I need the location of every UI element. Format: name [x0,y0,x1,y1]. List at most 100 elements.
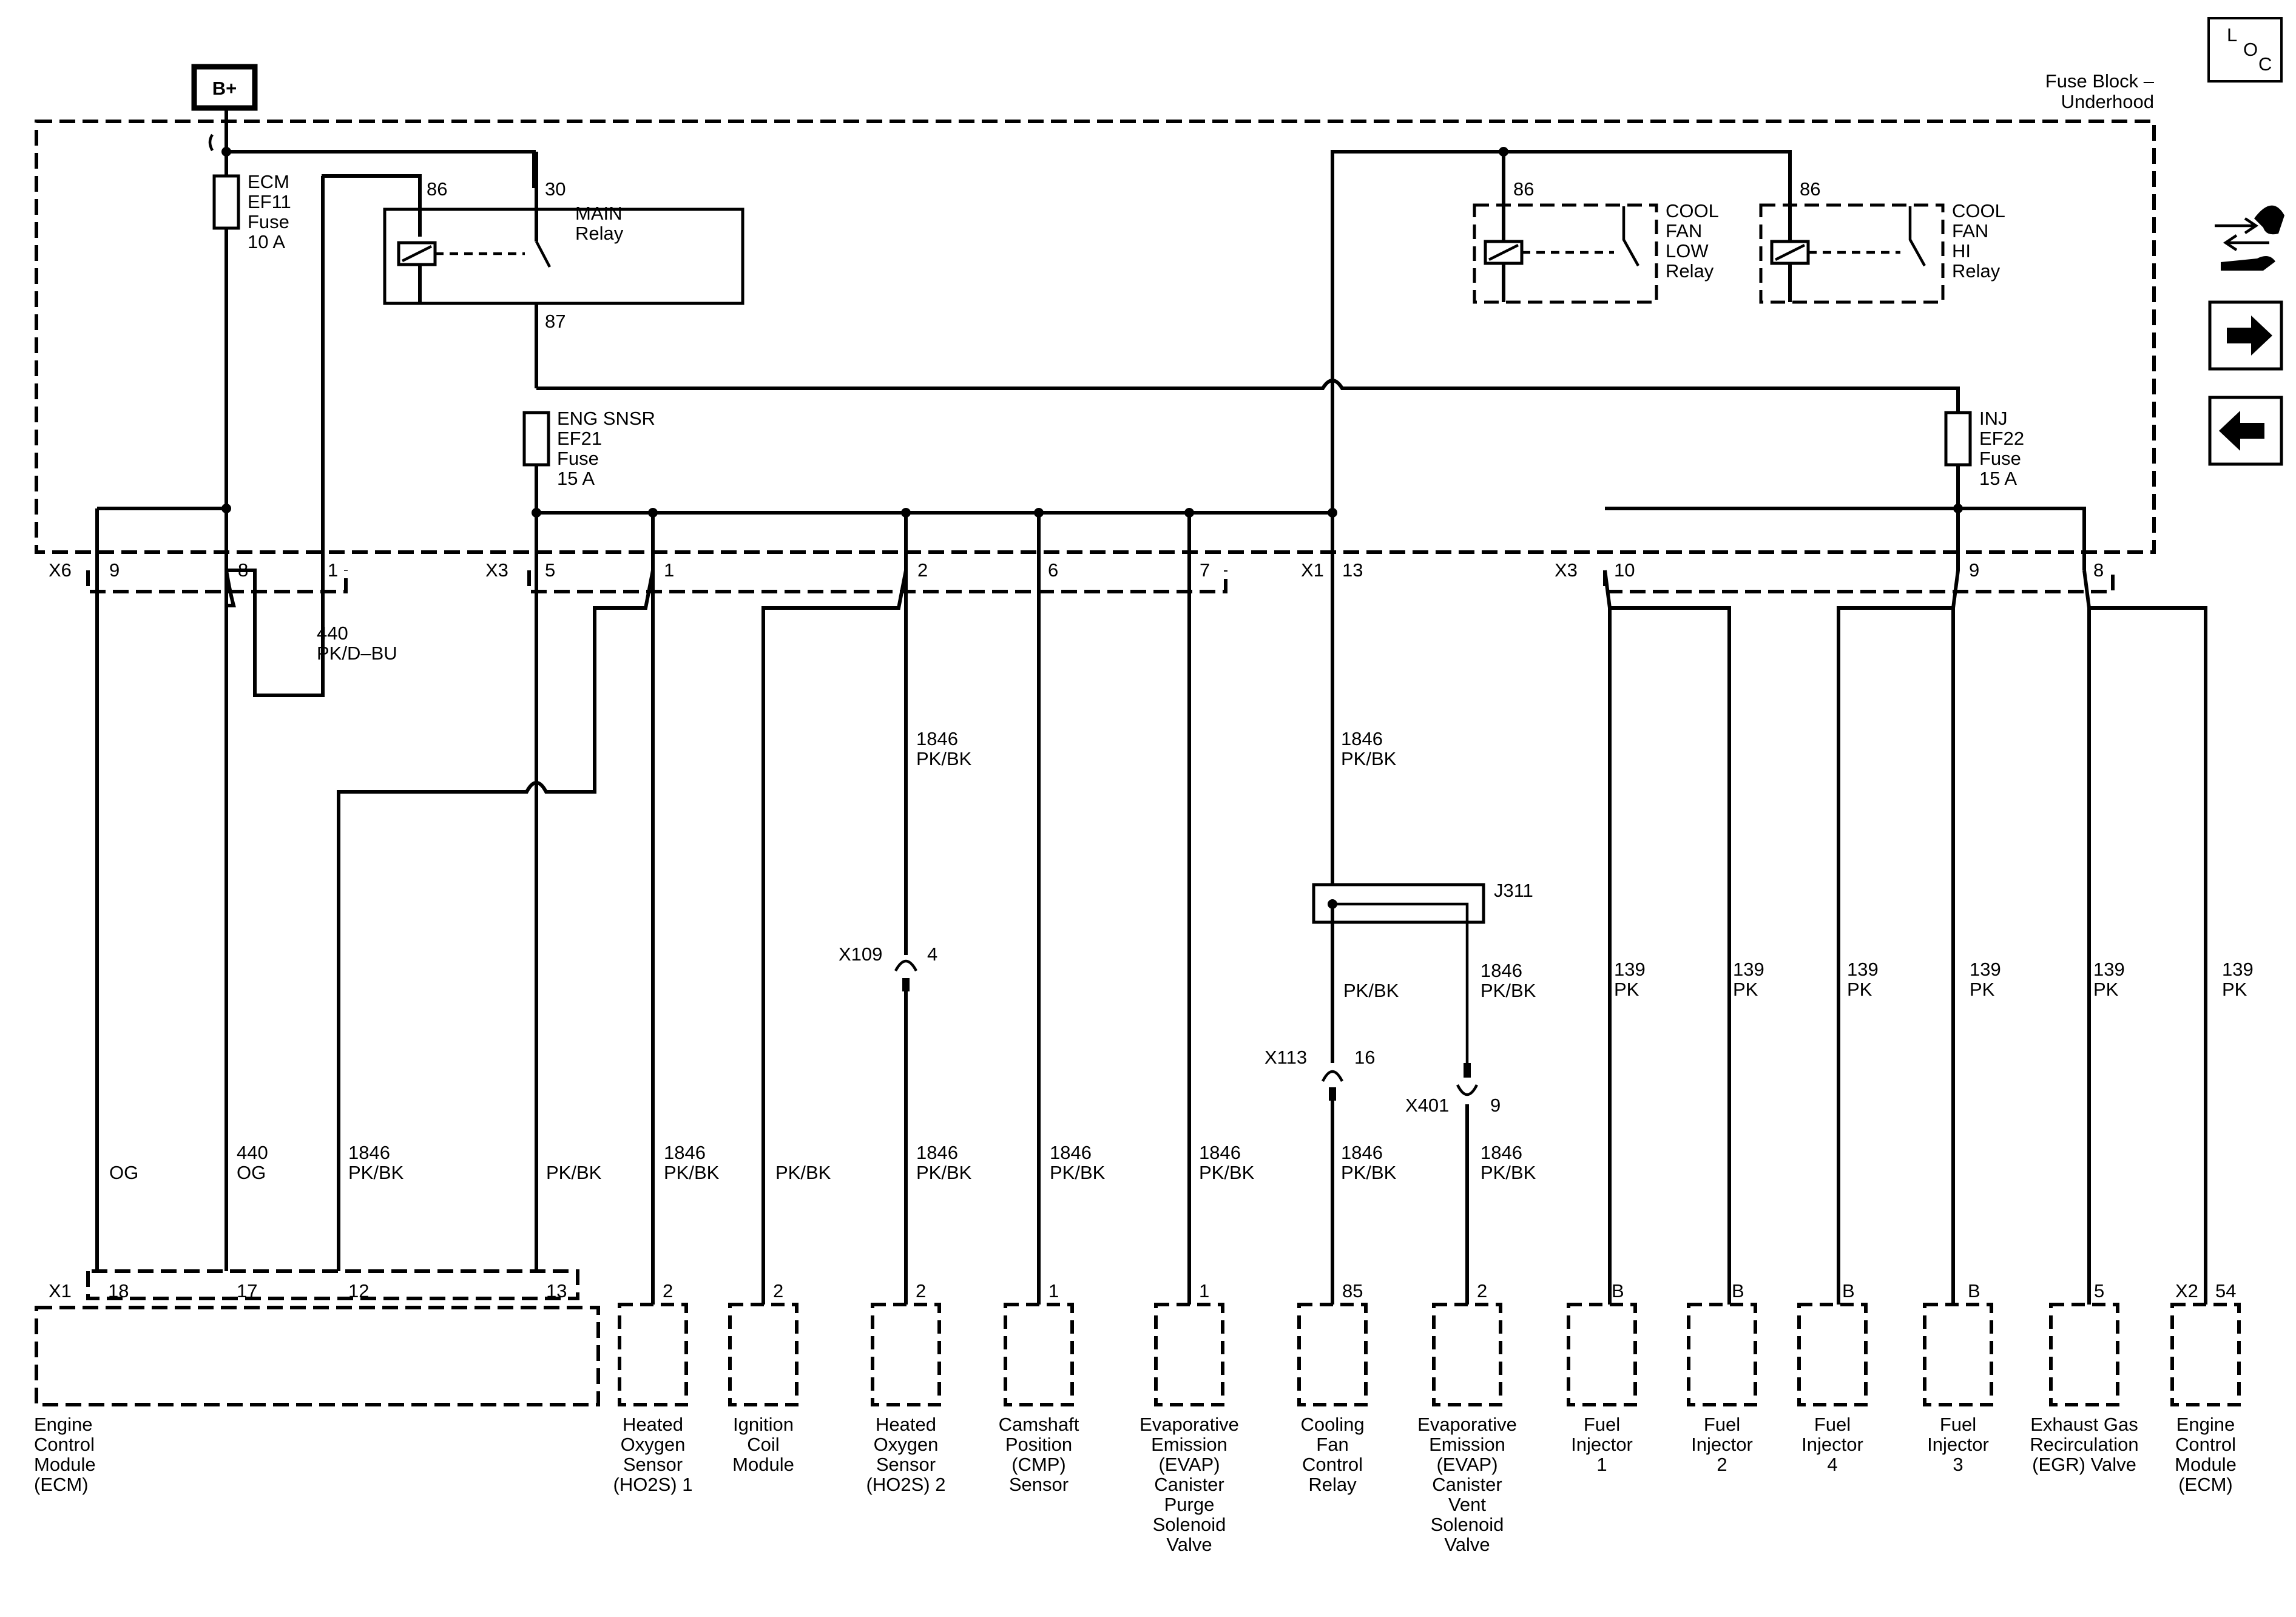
svg-text:ENG SNSR: ENG SNSR [557,408,655,429]
component-label: Cooling [1300,1414,1364,1435]
component-label: Sensor [1009,1474,1069,1495]
wrench-arrows-icon[interactable] [2215,205,2284,271]
svg-text:139: 139 [2093,959,2125,980]
main-relay: 86 30 87 MAIN Relay [322,174,745,332]
connector-x1: X1 13 [1301,559,1363,581]
component-label: Vent [1448,1494,1486,1515]
svg-text:7: 7 [1200,559,1210,581]
svg-text:1846: 1846 [664,1142,706,1163]
ecm-fuse-label: ECM EF11 Fuse 10 A [248,171,291,252]
component-pin: 1 [1048,1280,1059,1301]
svg-text:L: L [2227,24,2237,46]
svg-text:X113: X113 [1264,1047,1307,1068]
component-pin: 5 [2094,1280,2104,1301]
b-plus-terminal: B+ [191,64,258,111]
component-label: Solenoid [1153,1514,1226,1535]
svg-text:X6: X6 [49,559,72,581]
bottom-wire-labels: OG 440 OG 1846 PK/BK PK/BK 1846 PK/BK PK… [109,959,2254,1183]
component-label: Canister [1154,1474,1224,1495]
component-label: 3 [1953,1454,1963,1475]
inj-fuse-label: INJ EF22 Fuse 15 A [1979,408,2024,489]
svg-text:PK: PK [2093,979,2119,1000]
component-label: Heated [623,1414,683,1435]
svg-text:Relay: Relay [1952,260,2001,282]
svg-text:INJ: INJ [1979,408,2008,429]
arrow-left-icon[interactable] [2208,396,2283,466]
svg-text:Fuse Block –: Fuse Block – [2045,70,2155,92]
svg-text:X401: X401 [1405,1095,1449,1116]
component-label: Position [1005,1434,1072,1455]
wire-440-loop [226,176,325,697]
component-label: Valve [1166,1534,1212,1555]
svg-text:440: 440 [317,623,348,644]
svg-text:1846: 1846 [348,1142,390,1163]
svg-text:8: 8 [2093,559,2104,581]
component-pin: 1 [1199,1280,1209,1301]
svg-text:Fuse: Fuse [1979,448,2021,469]
wire-egr-ecm [2082,570,2207,1305]
svg-text:OG: OG [237,1162,266,1183]
svg-text:13: 13 [1342,559,1363,581]
connector-x6: X6 9 8 1 [49,559,348,593]
svg-text:1846: 1846 [1481,960,1522,981]
component-label: Injector [1571,1434,1633,1455]
component-pin: 2 [916,1280,926,1301]
svg-text:EF22: EF22 [1979,428,2024,449]
loc-icon[interactable]: L O C [2207,17,2283,83]
svg-text:PK: PK [2222,979,2247,1000]
arrow-right-icon[interactable] [2208,300,2283,371]
svg-text:16: 16 [1354,1047,1375,1068]
component-pin: 54 [2215,1280,2236,1301]
svg-text:1846: 1846 [916,1142,958,1163]
wire-x1-13 [1312,513,1485,1305]
svg-text:86: 86 [427,178,447,200]
svg-text:4: 4 [927,944,937,965]
component-label: Engine [2176,1414,2235,1435]
component-label: Module [2175,1454,2237,1475]
component-label: Sensor [876,1454,936,1475]
component-label: Exhaust Gas [2030,1414,2138,1435]
svg-text:X1: X1 [49,1280,72,1301]
svg-text:PK/BK: PK/BK [1481,1162,1536,1183]
fuse-block-outline [35,120,2156,554]
component-label: Injector [1801,1434,1863,1455]
svg-text:B+: B+ [212,78,237,99]
component-label: Valve [1444,1534,1490,1555]
component-pin: B [1842,1280,1855,1301]
svg-text:EF21: EF21 [557,428,602,449]
svg-text:O: O [2243,39,2258,60]
component-5: 1EvaporativeEmission(EVAP)CanisterPurgeS… [1140,1280,1239,1555]
component-label: Relay [1308,1474,1357,1495]
svg-text:Fuse: Fuse [248,211,289,232]
component-label: Purge [1164,1494,1215,1515]
svg-text:18: 18 [108,1280,129,1301]
component-label: Solenoid [1431,1514,1504,1535]
svg-text:15 A: 15 A [557,468,595,489]
svg-text:10 A: 10 A [248,231,285,252]
component-pin: 85 [1342,1280,1363,1301]
wire-inj-1 [1603,570,1731,1305]
wire-1846-ecm12 [337,508,658,1271]
component-pin: B [1732,1280,1744,1301]
component-pin: B [1968,1280,1980,1301]
cool-fan-hi-relay: 86 COOL FAN HI Relay [1759,152,2005,304]
component-label: (ECM) [2178,1474,2233,1495]
svg-text:2: 2 [917,559,928,581]
svg-text:PK: PK [1614,979,1639,1000]
svg-text:5: 5 [545,559,555,581]
svg-text:PK/BK: PK/BK [664,1162,720,1183]
component-label: Sensor [623,1454,683,1475]
connector-x3-right: X3 10 9 8 [1555,559,2115,593]
svg-text:X109: X109 [839,944,882,965]
svg-text:440: 440 [237,1142,268,1163]
svg-text:X3: X3 [485,559,508,581]
svg-text:9: 9 [1490,1095,1501,1116]
svg-text:1846: 1846 [1341,728,1383,749]
svg-text:COOL: COOL [1952,200,2005,221]
svg-text:PK/BK: PK/BK [775,1162,831,1183]
component-label: Fuel [1584,1414,1620,1435]
